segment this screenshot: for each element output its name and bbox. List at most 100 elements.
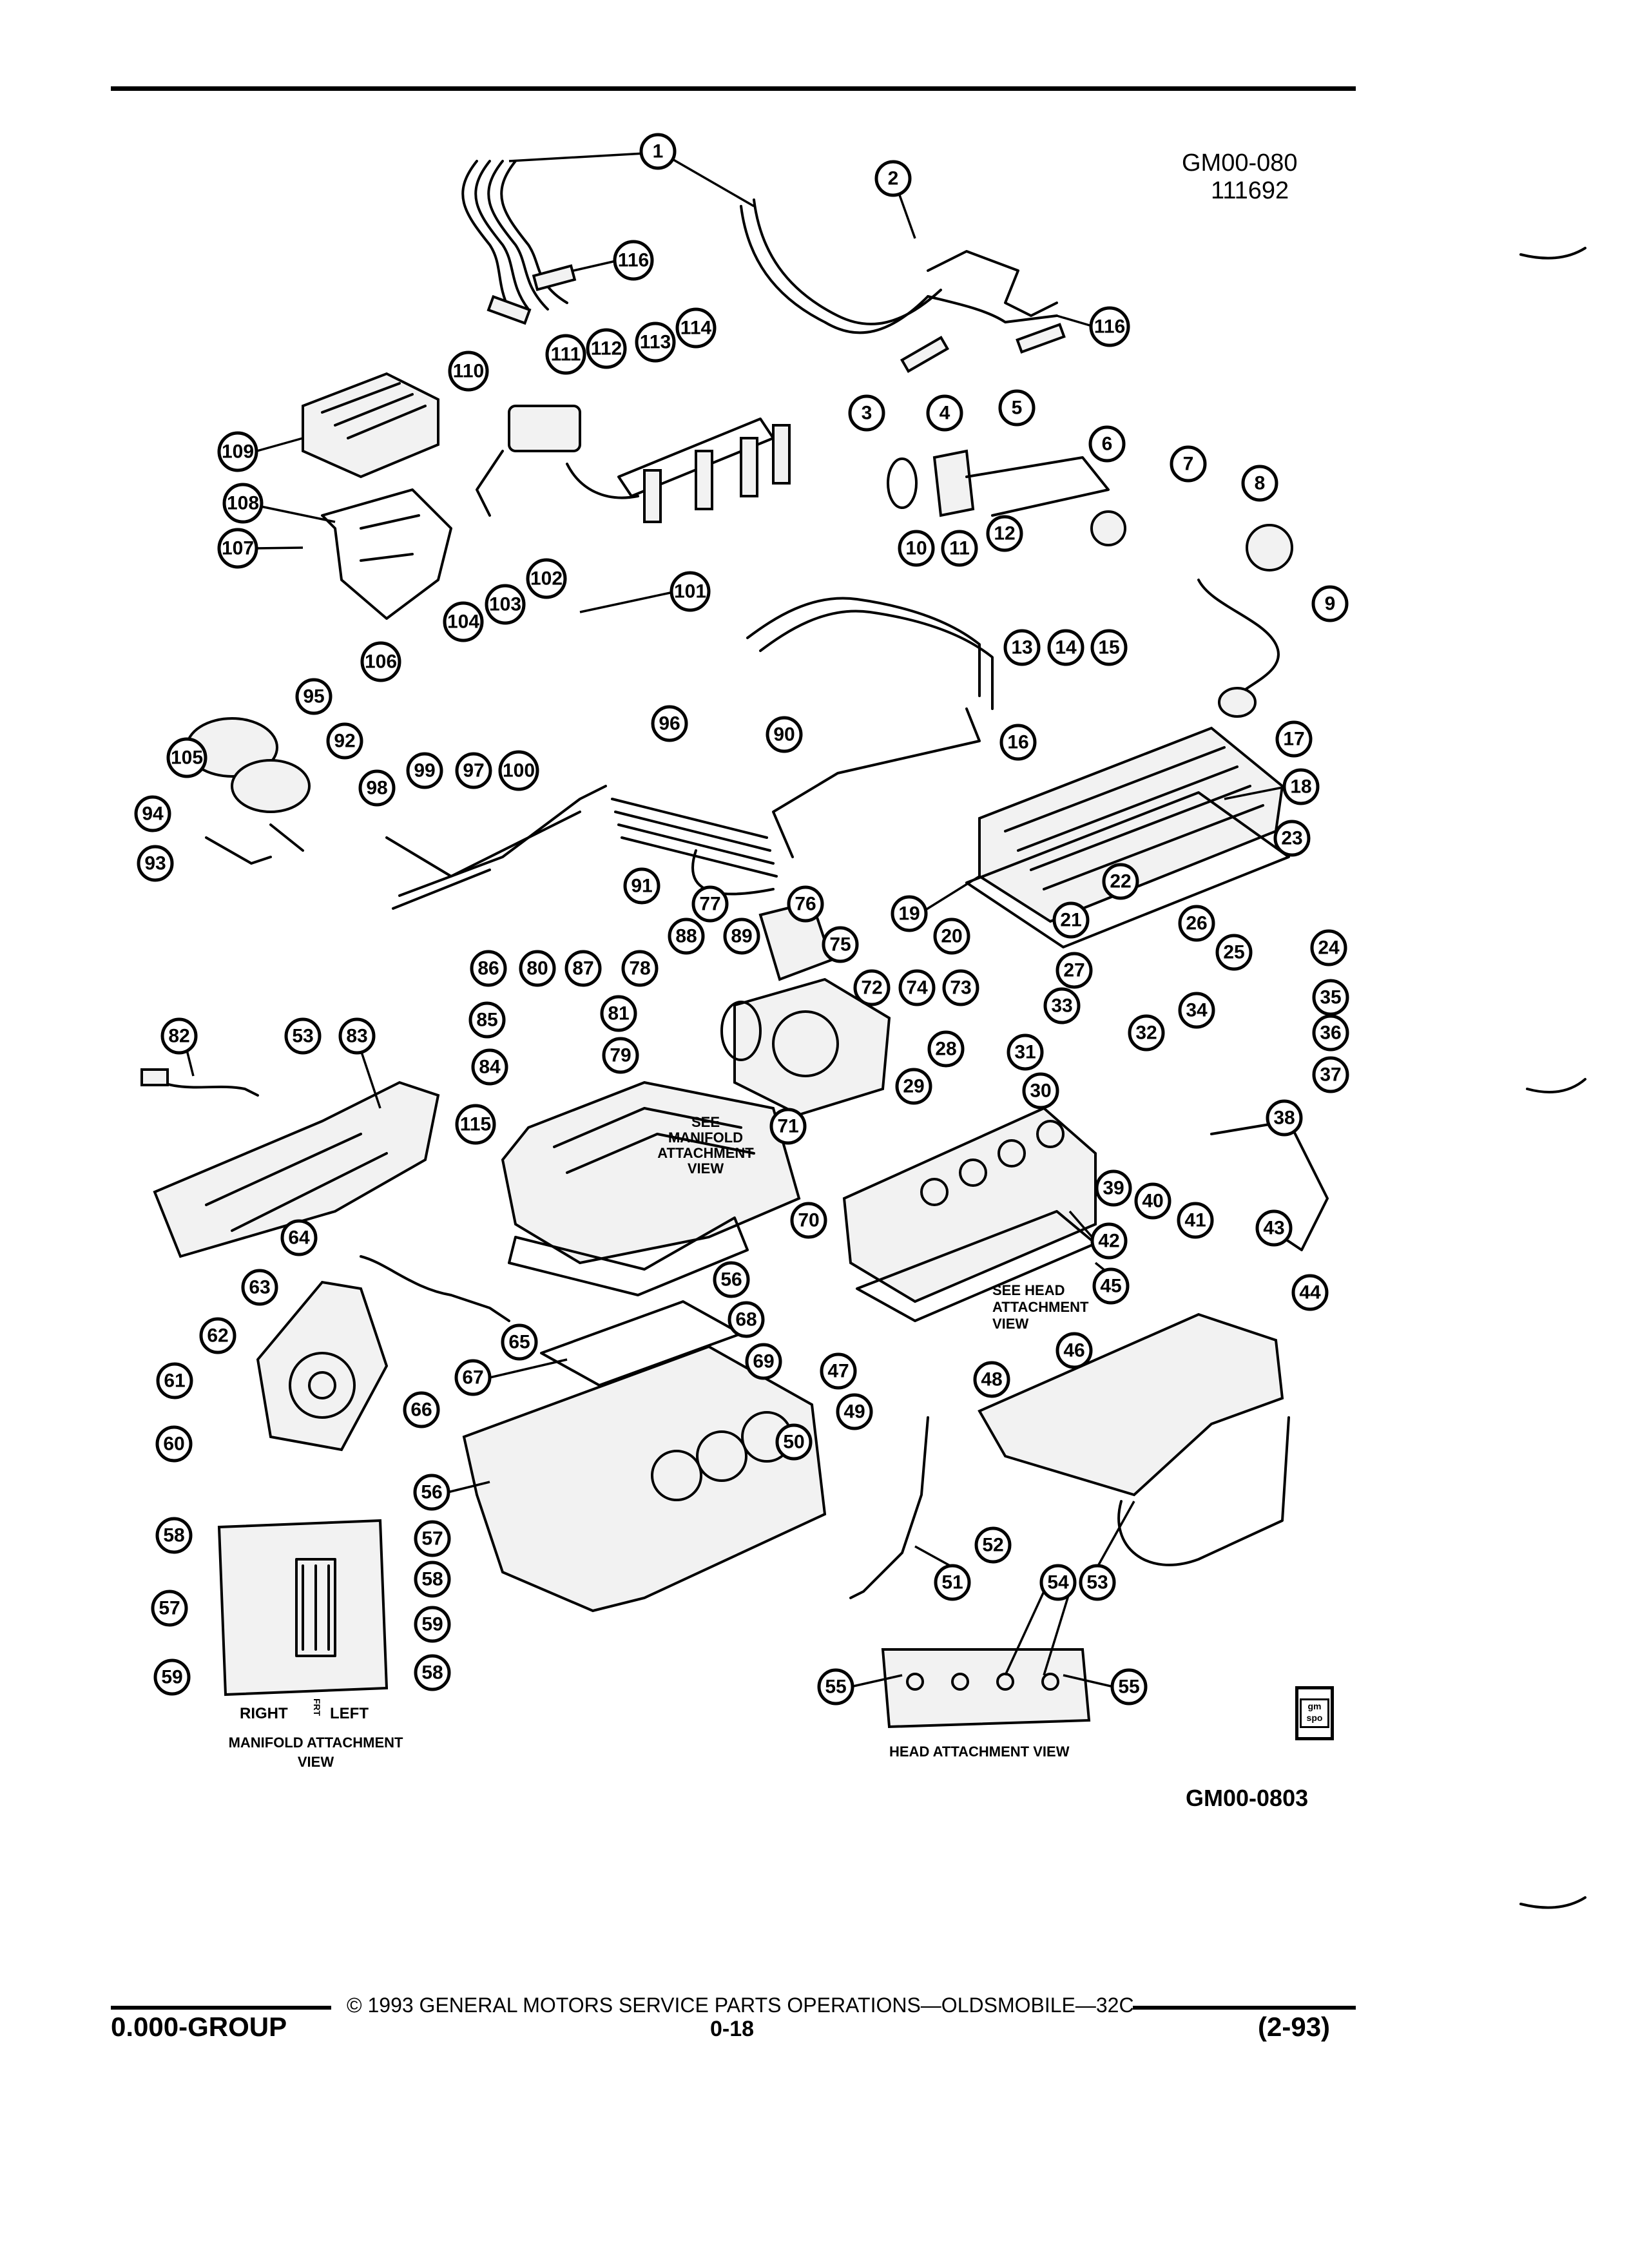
callout-number: 85	[476, 1010, 497, 1031]
callout-27: 27	[1055, 952, 1093, 989]
callout-number: 32	[1135, 1023, 1157, 1044]
callout-16: 16	[999, 724, 1037, 761]
callout-number: 79	[610, 1045, 631, 1066]
callout-number: 60	[163, 1434, 184, 1455]
callout-29: 29	[895, 1068, 932, 1105]
callout-number: 9	[1325, 593, 1336, 615]
callout-58: 58	[155, 1517, 193, 1554]
callout-31: 31	[1007, 1033, 1044, 1071]
footer-group: 0.000-GROUP	[111, 2012, 287, 2042]
callout-number: 25	[1223, 942, 1244, 963]
callout-number: 19	[898, 903, 920, 925]
pcv-assembly	[186, 717, 311, 865]
coolant-hose	[1197, 524, 1293, 718]
callout-number: 65	[508, 1332, 530, 1353]
callout-71: 71	[769, 1108, 807, 1145]
callout-number: 30	[1030, 1081, 1051, 1102]
callout-81: 81	[600, 995, 637, 1032]
callout-84: 84	[471, 1048, 508, 1086]
callout-number: 52	[982, 1535, 1003, 1556]
callout-number: 116	[618, 250, 649, 271]
ignition-module	[302, 372, 439, 479]
callout-72: 72	[853, 969, 891, 1006]
callout-45: 45	[1092, 1267, 1130, 1305]
callout-98: 98	[358, 769, 396, 807]
callout-number: 63	[249, 1277, 270, 1298]
callout-42: 42	[1090, 1222, 1128, 1260]
fuel-rail-injectors	[617, 418, 791, 523]
callout-number: 56	[421, 1482, 442, 1503]
callout-104: 104	[443, 601, 484, 642]
callout-number: 57	[159, 1598, 180, 1619]
head-attachment-caption: HEAD ATTACHMENT VIEW	[889, 1744, 1070, 1760]
callout-114: 114	[675, 307, 717, 349]
callout-number: 50	[783, 1432, 804, 1453]
callout-number: 58	[163, 1525, 184, 1546]
callout-82: 82	[160, 1017, 198, 1055]
callout-number: 35	[1320, 987, 1341, 1008]
callout-number: 36	[1320, 1023, 1341, 1044]
callout-12: 12	[986, 515, 1023, 552]
callout-17: 17	[1275, 720, 1313, 758]
callout-4: 4	[926, 394, 963, 432]
callout-number: 64	[288, 1227, 310, 1249]
callout-number: 59	[421, 1614, 443, 1635]
callout-8: 8	[1241, 465, 1278, 502]
callout-number: 46	[1063, 1340, 1084, 1361]
callout-60: 60	[155, 1425, 193, 1463]
callout-61: 61	[156, 1362, 193, 1399]
callout-number: 76	[795, 894, 816, 915]
callout-59: 59	[414, 1606, 451, 1643]
callout-97: 97	[455, 752, 492, 789]
callout-number: 86	[477, 958, 499, 979]
callout-35: 35	[1312, 979, 1349, 1016]
callout-number: 111	[551, 344, 581, 365]
callout-48: 48	[973, 1361, 1010, 1398]
callout-number: 49	[843, 1401, 865, 1423]
callout-number: 54	[1047, 1572, 1069, 1593]
callout-55: 55	[817, 1668, 854, 1706]
ignition-bracket	[321, 488, 452, 620]
callout-number: 7	[1183, 454, 1194, 475]
gm-spo-logo: gm spo	[1295, 1686, 1334, 1740]
callout-2: 2	[874, 160, 912, 197]
callout-number: 29	[903, 1076, 924, 1097]
callout-53: 53	[284, 1017, 322, 1055]
callout-74: 74	[898, 969, 936, 1006]
callout-number: 71	[777, 1116, 798, 1137]
callout-105: 105	[166, 737, 207, 778]
leader-lines	[186, 152, 1287, 1688]
callout-number: 17	[1283, 729, 1304, 750]
left-label: LEFT	[330, 1705, 369, 1722]
callout-number: 57	[421, 1528, 443, 1550]
callout-107: 107	[217, 528, 258, 569]
callout-37: 37	[1312, 1056, 1349, 1093]
callout-number: 82	[168, 1026, 189, 1047]
oxygen-sensor	[140, 1068, 259, 1097]
callout-88: 88	[668, 918, 705, 955]
callout-number: 106	[365, 651, 397, 673]
callout-number: 26	[1186, 913, 1207, 934]
callout-number: 41	[1184, 1210, 1206, 1231]
callout-56: 56	[413, 1474, 450, 1511]
footer-date: (2-93)	[1258, 2012, 1331, 2042]
callout-15: 15	[1090, 629, 1128, 666]
callout-34: 34	[1178, 992, 1215, 1029]
callout-number: 42	[1098, 1231, 1119, 1252]
callout-number: 45	[1100, 1276, 1121, 1297]
callout-number: 6	[1102, 434, 1113, 455]
callout-28: 28	[927, 1030, 965, 1068]
callout-number: 80	[526, 958, 548, 979]
callout-number: 108	[227, 493, 259, 514]
callout-number: 100	[503, 760, 535, 782]
callout-62: 62	[199, 1317, 236, 1354]
head-attachment-label: SEE HEAD ATTACHMENT VIEW	[992, 1282, 1089, 1332]
callout-51: 51	[934, 1564, 971, 1601]
callout-115: 115	[455, 1104, 496, 1145]
callout-33: 33	[1043, 987, 1081, 1024]
manifold-attachment-view	[217, 1519, 389, 1696]
callout-109: 109	[217, 431, 258, 472]
callout-58: 58	[414, 1654, 451, 1691]
callout-43: 43	[1255, 1209, 1293, 1247]
